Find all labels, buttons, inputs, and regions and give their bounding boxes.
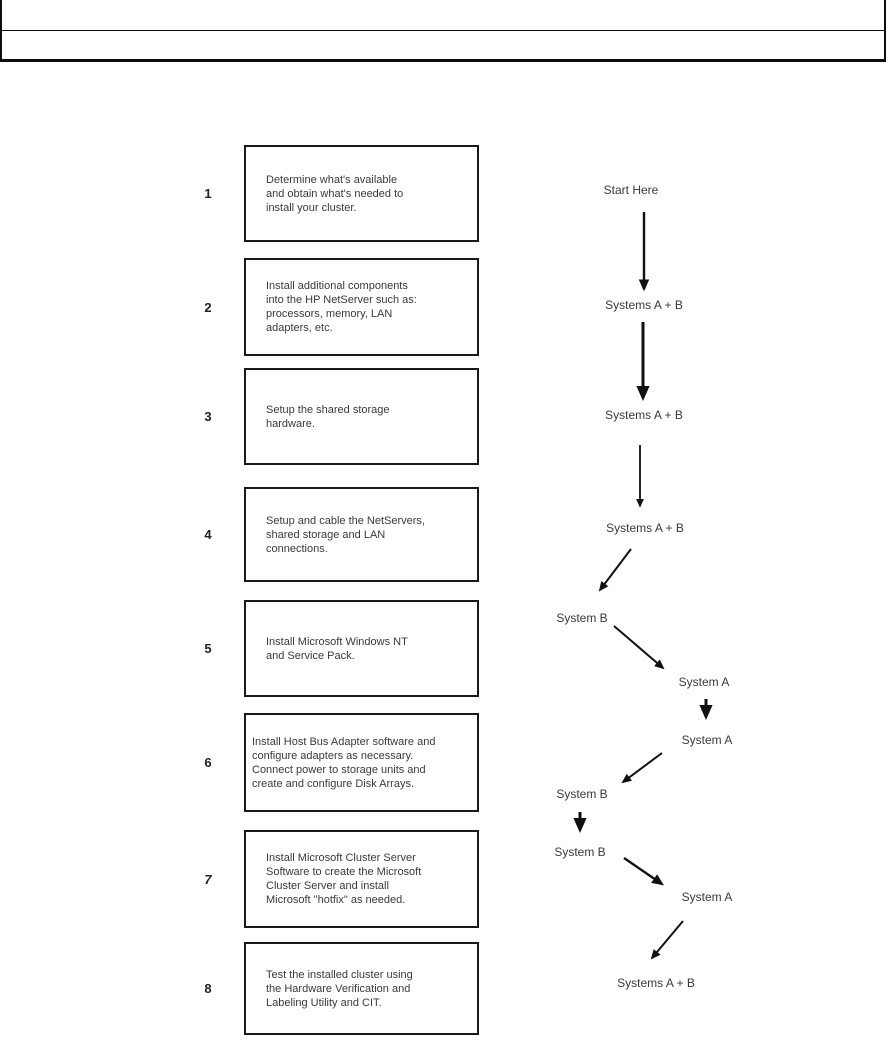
step-row-2: 2 Install additional components into the… xyxy=(0,258,480,356)
step-text: Determine what's available and obtain wh… xyxy=(266,173,404,214)
step-row-7: 7 Install Microsoft Cluster Server Softw… xyxy=(0,830,480,928)
step-box: Determine what's available and obtain wh… xyxy=(244,145,479,242)
step-number: 7 xyxy=(204,871,212,887)
flow-node-system-b: System B xyxy=(554,845,606,859)
step-number: 4 xyxy=(204,527,212,542)
header-table xyxy=(0,0,886,62)
step-row-8: 8 Test the installed cluster using the H… xyxy=(0,942,480,1035)
step-text: Install Microsoft Cluster Server Softwar… xyxy=(266,852,422,906)
flow-arrow xyxy=(598,548,632,592)
step-box: Install Host Bus Adapter software and co… xyxy=(244,713,479,812)
step-text: Setup and cable the NetServers, shared s… xyxy=(266,514,425,555)
step-box: Setup the shared storage hardware. xyxy=(244,368,479,465)
header-table-row xyxy=(2,0,884,31)
step-box: Test the installed cluster using the Har… xyxy=(244,942,479,1035)
step-row-4: 4 Setup and cable the NetServers, shared… xyxy=(0,487,480,582)
flow-node-system-b: System B xyxy=(556,787,608,801)
step-box: Install Microsoft Cluster Server Softwar… xyxy=(244,830,479,928)
step-text: Install Microsoft Windows NT and Service… xyxy=(266,635,408,662)
flow-node-systems-a-b: Systems A + B xyxy=(605,408,683,422)
flow-node-systems-a-b: Systems A + B xyxy=(605,298,683,312)
flow-arrow xyxy=(613,625,665,670)
step-row-1: 1 Determine what's available and obtain … xyxy=(0,145,480,242)
step-number: 2 xyxy=(204,299,212,315)
step-text: Test the installed cluster using the Har… xyxy=(266,968,413,1009)
step-row-3: 3 Setup the shared storage hardware. xyxy=(0,368,480,465)
header-table-row xyxy=(2,32,884,59)
step-number: 3 xyxy=(204,409,212,424)
step-number: 1 xyxy=(204,186,212,201)
flow-node-system-a: System A xyxy=(681,890,733,904)
flow-node-system-a: System A xyxy=(678,675,730,689)
flow-arrow xyxy=(623,857,664,886)
step-box: Setup and cable the NetServers, shared s… xyxy=(244,487,479,582)
flow-arrow xyxy=(621,752,663,784)
step-number: 6 xyxy=(204,755,212,770)
step-box: Install Microsoft Windows NT and Service… xyxy=(244,600,479,697)
step-number: 5 xyxy=(204,641,212,656)
flow-node-systems-a-b: Systems A + B xyxy=(617,976,695,990)
step-text: Install Host Bus Adapter software and co… xyxy=(252,735,436,790)
step-box: Install additional components into the H… xyxy=(244,258,479,356)
flow-node-system-b: System B xyxy=(556,611,608,625)
flow-arrow xyxy=(650,920,684,960)
flow-node-systems-a-b: Systems A + B xyxy=(606,521,684,535)
step-text: Setup the shared storage hardware. xyxy=(266,403,390,430)
step-row-6: 6 Install Host Bus Adapter software and … xyxy=(0,713,480,812)
step-text: Install additional components into the H… xyxy=(266,280,417,334)
step-number: 8 xyxy=(204,981,212,996)
step-row-5: 5 Install Microsoft Windows NT and Servi… xyxy=(0,600,480,697)
flow-node-system-a: System A xyxy=(681,733,733,747)
flow-node-start-here: Start Here xyxy=(603,183,659,197)
